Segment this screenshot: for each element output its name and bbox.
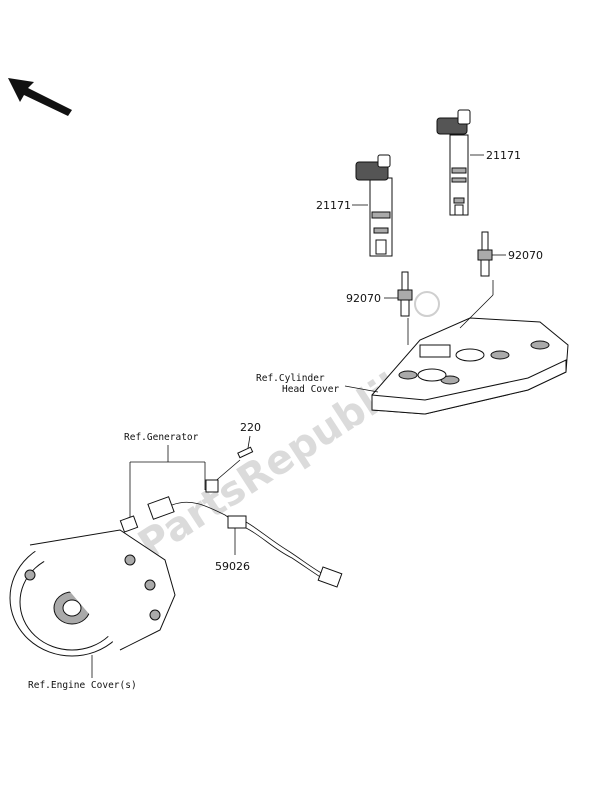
cylinder-head-cover — [371, 317, 569, 415]
label-coil-left: 21171 — [316, 199, 351, 212]
spark-plug-right[interactable] — [477, 231, 493, 277]
label-sensor: 59026 — [215, 560, 250, 573]
front-direction-arrow-icon — [8, 78, 72, 116]
leader-lines-top — [344, 154, 506, 393]
label-plug-right: 92070 — [508, 249, 543, 262]
label-bolt: 220 — [240, 421, 261, 434]
ignition-coil-left[interactable] — [355, 154, 393, 257]
spark-plug-left[interactable] — [397, 271, 413, 317]
label-head-cover: Head Cover — [282, 384, 339, 395]
label-coil-right: 21171 — [486, 149, 521, 162]
watermark: PartsRepublik — [130, 291, 440, 568]
label-plug-left: 92070 — [346, 292, 381, 305]
bolt[interactable] — [237, 435, 254, 459]
label-ref-engine-cover: Ref.Engine Cover(s) — [28, 680, 137, 691]
label-ref-cylinder: Ref.Cylinder — [256, 373, 325, 384]
engine-cover — [9, 529, 176, 678]
pickup-harness[interactable] — [119, 479, 343, 588]
label-ref-generator: Ref.Generator — [124, 432, 199, 443]
ignition-coil-right[interactable] — [436, 109, 471, 216]
